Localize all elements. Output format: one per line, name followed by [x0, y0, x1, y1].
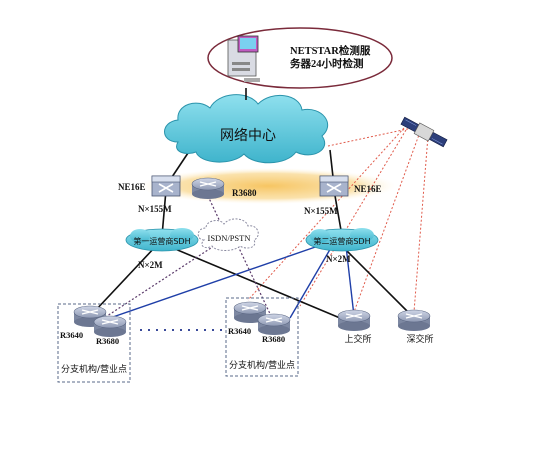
server-icon — [227, 35, 260, 82]
router-label-ne16e-left: NE16E — [118, 182, 146, 192]
satellite-links — [247, 127, 429, 313]
branch-office-1: R3640 R3680 分支机构/营业点 — [57, 303, 131, 383]
router-label-r3640-branch1: R3640 — [60, 330, 83, 340]
isdn-pstn-cloud: ISDN/PSTN — [197, 218, 259, 251]
router-label-r3680-branch1: R3680 — [96, 336, 119, 346]
sdh-label-first: 第一运营商SDH — [133, 236, 190, 246]
exchange-label-shenzhen: 深交所 — [406, 333, 433, 345]
exchange-shanghai: 上交所 — [337, 309, 372, 345]
router-label-r3640-branch2: R3640 — [228, 326, 251, 336]
monitor-server-callout: NETSTAR检测服 务器24小时检测 — [207, 27, 393, 100]
exchange-shenzhen: 深交所 — [397, 309, 434, 345]
router-label-r3680-core: R3680 — [232, 188, 257, 198]
link-label-left-trunk: N×155M — [138, 204, 172, 214]
sdh-cloud-second: 第二运营商SDH — [305, 228, 379, 252]
monitor-text-line1: NETSTAR检测服 — [290, 44, 371, 57]
link-label-right-trunk: N×155M — [304, 206, 338, 216]
branch-caption-2: 分支机构/营业点 — [229, 359, 295, 371]
router-label-r3680-branch2: R3680 — [262, 334, 285, 344]
sdh-label-second: 第二运营商SDH — [313, 236, 370, 246]
router-ne16e-left: NE16E — [118, 175, 181, 197]
access-links — [109, 243, 355, 319]
router-label-ne16e-right: NE16E — [354, 184, 382, 194]
trunk-links — [93, 149, 413, 319]
branch-office-2: R3640 R3680 分支机构/营业点 — [225, 297, 299, 377]
link-label-right-branch: N×2M — [326, 254, 351, 264]
sdh-cloud-first: 第一运营商SDH — [125, 228, 199, 252]
network-center-cloud: 网络中心 — [164, 94, 329, 164]
link-label-left-branch: N×2M — [138, 260, 163, 270]
isdn-pstn-label: ISDN/PSTN — [208, 233, 251, 243]
network-center-label: 网络中心 — [220, 128, 276, 144]
router-r3680-branch1 — [93, 315, 127, 338]
router-r3680-core: R3680 — [191, 177, 257, 200]
branch-caption-1: 分支机构/营业点 — [61, 363, 127, 375]
monitor-text-line2: 务器24小时检测 — [290, 57, 364, 70]
router-ne16e-right: NE16E — [319, 175, 382, 197]
satellite-icon — [400, 116, 448, 148]
exchange-label-shanghai: 上交所 — [344, 333, 371, 345]
router-r3680-branch2 — [257, 313, 291, 336]
isdn-links — [103, 195, 273, 319]
